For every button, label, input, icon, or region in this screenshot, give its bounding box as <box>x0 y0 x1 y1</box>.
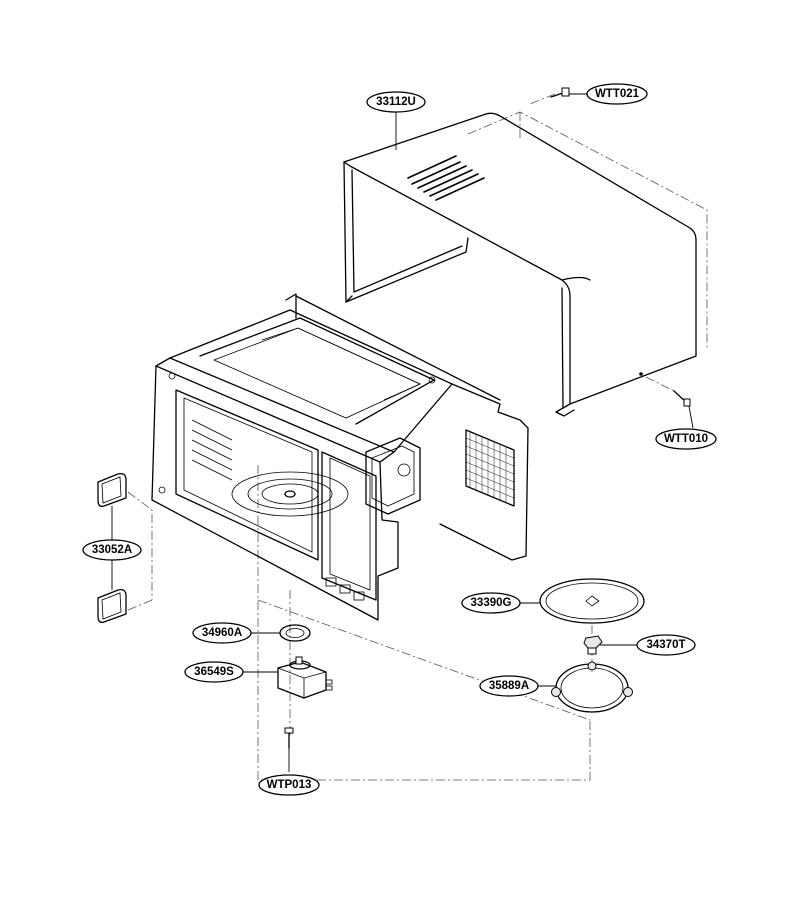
turntable-motor[interactable] <box>277 656 333 699</box>
motor-washer[interactable] <box>279 624 311 642</box>
roller-ring[interactable] <box>551 661 633 713</box>
callout-33052a-label: 33052A <box>92 544 132 556</box>
screw-top[interactable] <box>550 87 570 98</box>
side-cover-lower[interactable] <box>97 588 127 624</box>
side-cover-upper[interactable] <box>97 472 127 508</box>
callout-34370t[interactable]: 34370T <box>636 634 696 656</box>
callout-35889a[interactable]: 35889A <box>479 675 539 697</box>
callout-33390g-label: 33390G <box>471 597 512 609</box>
callout-35889a-label: 35889A <box>489 680 529 692</box>
callout-34960a-label: 34960A <box>202 627 242 639</box>
callout-33112u-label: 33112U <box>376 96 416 108</box>
callout-34370t-label: 34370T <box>646 639 685 651</box>
outer-cabinet[interactable] <box>343 112 697 417</box>
callout-33052a[interactable]: 33052A <box>82 539 142 561</box>
cabinet-vent-slots <box>407 155 485 201</box>
callout-wtt010[interactable]: WTT010 <box>655 428 717 450</box>
assembly-guide-lines <box>127 93 708 781</box>
callout-wtt021[interactable]: WTT021 <box>586 83 648 105</box>
callout-36549s-label: 36549S <box>194 666 234 678</box>
coupler[interactable] <box>583 635 603 655</box>
callout-33112u[interactable]: 33112U <box>366 91 426 113</box>
screw-motor[interactable] <box>284 727 294 749</box>
callout-wtp013-label: WTP013 <box>267 779 312 791</box>
rear-vent-grid <box>465 429 515 507</box>
callout-wtp013[interactable]: WTP013 <box>258 774 320 796</box>
oven-chassis[interactable] <box>151 293 529 621</box>
callout-36549s[interactable]: 36549S <box>184 661 244 683</box>
callout-wtt021-label: WTT021 <box>595 88 640 100</box>
callout-34960a[interactable]: 34960A <box>192 622 252 644</box>
callout-33390g[interactable]: 33390G <box>461 592 521 614</box>
glass-tray[interactable] <box>539 578 645 624</box>
callout-wtt010-label: WTT010 <box>664 433 708 445</box>
screw-rear[interactable] <box>673 390 691 407</box>
